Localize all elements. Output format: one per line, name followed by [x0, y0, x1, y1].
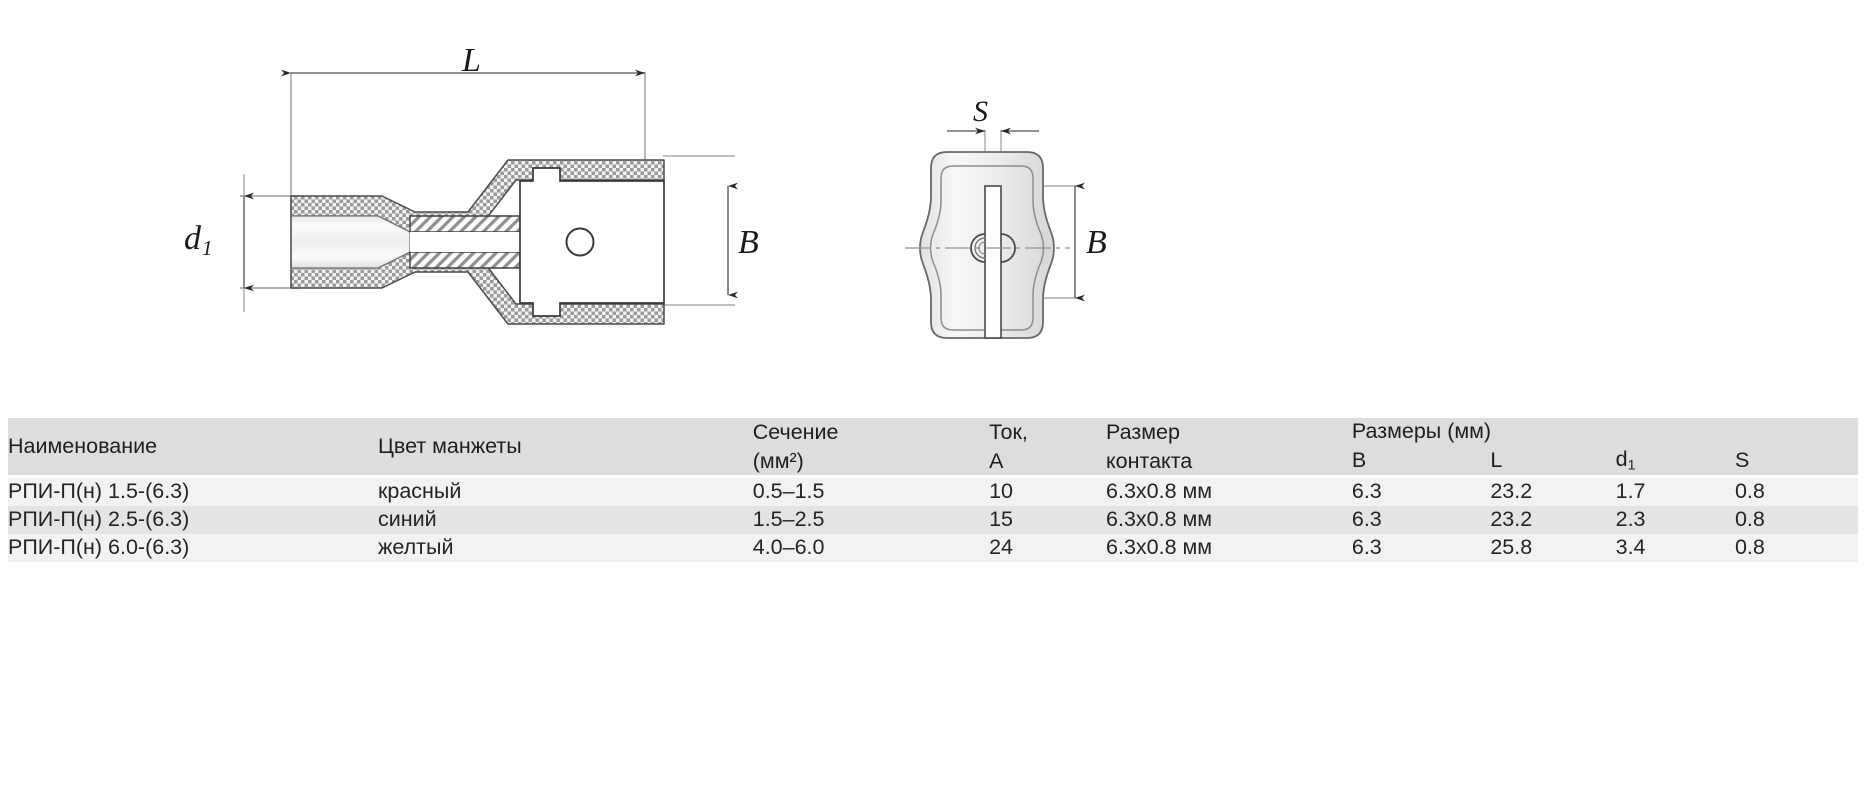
dimension-label-B-front: B [1086, 224, 1107, 261]
header-contact-size: Размер контакта [1106, 418, 1352, 476]
dimension-label-d1: d1 [184, 222, 213, 259]
cell-d1: 2.3 [1615, 506, 1735, 535]
front-view [905, 127, 1085, 339]
cell-contact: 6.3x0.8 мм [1106, 534, 1352, 562]
blade-hole [565, 227, 595, 257]
header-dim-d1: d1 [1615, 445, 1735, 476]
header-current-line2: А [989, 448, 1004, 473]
header-dim-d1-main: d [1615, 447, 1628, 472]
crimp-barrel-bottom [409, 251, 521, 269]
cell-color: красный [377, 478, 753, 507]
cell-name: РПИ-П(н) 2.5-(6.3) [8, 506, 378, 535]
front-blade-edge [984, 185, 1002, 339]
table-head: Наименование Цвет манжеты Сечение (мм²) … [8, 418, 1858, 476]
cell-L: 23.2 [1490, 478, 1616, 507]
side-view [240, 69, 738, 325]
table-separator [8, 475, 1858, 479]
dimension-label-L: L [462, 42, 481, 79]
header-row-sub: B L d1 S [8, 445, 1858, 476]
cell-S: 0.8 [1734, 478, 1858, 507]
dimension-label-d1-main: d [184, 220, 201, 257]
header-sleeve-color: Цвет манжеты [377, 418, 753, 476]
header-current-line1: Ток, [989, 420, 1028, 444]
header-dim-L: L [1490, 445, 1616, 476]
cell-L: 25.8 [1490, 534, 1616, 562]
cell-name: РПИ-П(н) 1.5-(6.3) [8, 478, 378, 507]
cell-d1: 1.7 [1615, 478, 1735, 507]
cell-B: 6.3 [1351, 478, 1491, 507]
drawing-svg [240, 69, 1085, 339]
header-cross-section: Сечение (мм²) [752, 418, 990, 476]
cell-section: 4.0–6.0 [752, 534, 990, 562]
cell-d1: 3.4 [1615, 534, 1735, 562]
header-contact-size-line2: контакта [1106, 448, 1193, 473]
cell-color: синий [377, 506, 753, 535]
cell-current: 24 [989, 534, 1107, 562]
cell-S: 0.8 [1734, 506, 1858, 535]
header-dim-B: B [1351, 445, 1491, 476]
cell-contact: 6.3x0.8 мм [1106, 478, 1352, 507]
header-cross-section-line1: Сечение [752, 420, 839, 444]
cell-section: 0.5–1.5 [752, 478, 990, 507]
wire-barrel [290, 215, 411, 269]
dimension-label-B-side: B [738, 224, 759, 261]
cell-current: 10 [989, 478, 1107, 507]
header-name: Наименование [8, 418, 378, 476]
dimension-label-d1-sub: 1 [202, 235, 213, 260]
dimension-label-S: S [973, 95, 988, 128]
cell-S: 0.8 [1734, 534, 1858, 562]
crimp-barrel-top [409, 215, 521, 233]
cell-color: желтый [377, 534, 753, 562]
table-separator-cell [8, 475, 1858, 479]
header-contact-size-line1: Размер [1106, 420, 1180, 444]
header-dim-d1-sub: 1 [1627, 457, 1636, 474]
header-dim-S: S [1734, 445, 1858, 476]
crimp-barrel-bore [410, 232, 520, 252]
specification-table: Наименование Цвет манжеты Сечение (мм²) … [8, 418, 1858, 562]
dimension-B-side [663, 155, 738, 306]
front-insulation-inner [929, 165, 1045, 331]
header-cross-section-line2: (мм²) [752, 448, 804, 473]
cell-B: 6.3 [1351, 506, 1491, 535]
header-row-top: Наименование Цвет манжеты Сечение (мм²) … [8, 418, 1858, 476]
technical-drawing: L d1 B S B [184, 42, 1107, 339]
cell-section: 1.5–2.5 [752, 506, 990, 535]
cell-contact: 6.3x0.8 мм [1106, 506, 1352, 535]
cell-L: 23.2 [1490, 506, 1616, 535]
cell-current: 15 [989, 506, 1107, 535]
cell-B: 6.3 [1351, 534, 1491, 562]
header-current: Ток, А [989, 418, 1107, 476]
cell-name: РПИ-П(н) 6.0-(6.3) [8, 534, 378, 562]
header-dimensions-group: Размеры (мм) [1351, 418, 1858, 446]
